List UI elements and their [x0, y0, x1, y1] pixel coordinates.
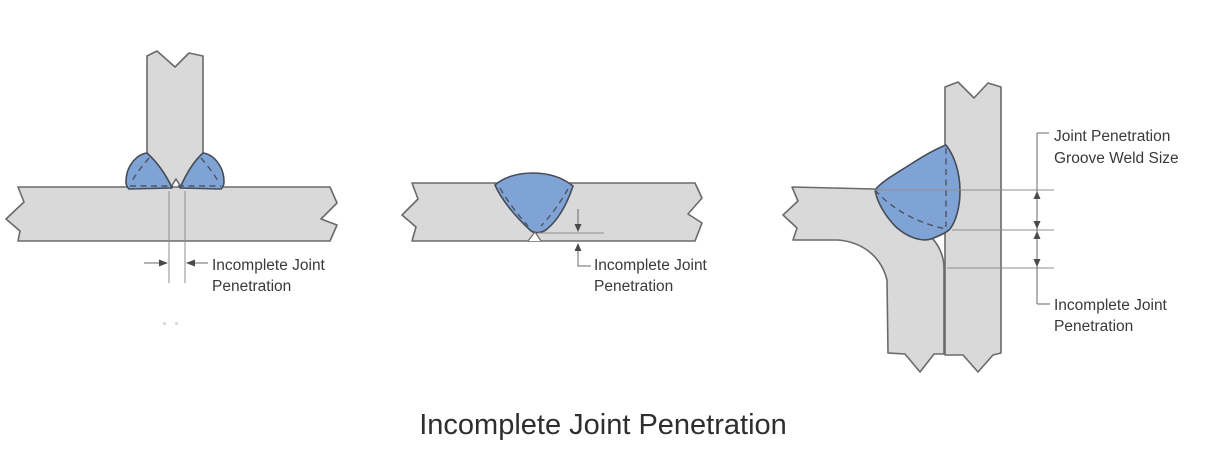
- corner-groove-face-dashed: [874, 189, 947, 230]
- butt-arrowhead-down: [574, 224, 582, 232]
- butt-arrowhead-up: [574, 243, 582, 251]
- speck-artifact: [175, 322, 178, 325]
- corner-weld-size-label-line2: Groove Weld Size: [1054, 150, 1179, 167]
- butt-root-gap: [527, 231, 542, 242]
- speck-artifact: [163, 322, 166, 325]
- butt-leader-line: [577, 251, 591, 267]
- butt-groove-weld: [494, 172, 574, 234]
- butt-joint-label-line1: Incomplete Joint: [594, 257, 708, 274]
- tee-weld-bead-right: [179, 152, 225, 190]
- tee-joint-label-line1: Incomplete Joint: [212, 257, 326, 274]
- corner-arrowhead-up-2: [1033, 231, 1041, 239]
- butt-groove-face-dashed-left: [499, 187, 529, 227]
- corner-arrowhead-down-2: [1033, 259, 1041, 267]
- tee-groove-face-dashed-right: [200, 157, 219, 182]
- corner-arrowhead-down-1: [1033, 221, 1041, 229]
- corner-incomplete-label-line2: Penetration: [1054, 318, 1133, 335]
- tee-joint-label-line2: Penetration: [212, 278, 291, 295]
- figure-title: Incomplete Joint Penetration: [419, 409, 787, 441]
- corner-groove-weld: [874, 144, 961, 241]
- butt-groove-face-dashed-right: [540, 188, 569, 227]
- tee-arrowhead-left: [159, 259, 168, 267]
- tee-groove-face-dashed-left: [131, 157, 150, 182]
- corner-arrowhead-up-1: [1033, 191, 1041, 199]
- corner-vertical-plate: [944, 81, 1002, 373]
- butt-joint-diagram: Incomplete Joint Penetration: [401, 172, 708, 295]
- butt-joint-label-line2: Penetration: [594, 278, 673, 295]
- tee-weld-bead-left: [125, 152, 173, 190]
- tee-arrowhead-right: [186, 259, 195, 267]
- corner-weld-size-label-line1: Joint Penetration: [1054, 128, 1170, 145]
- tee-horizontal-plate: [5, 186, 338, 242]
- tee-joint-diagram: Incomplete Joint Penetration: [5, 50, 338, 325]
- corner-joint-diagram: Joint Penetration Groove Weld Size Incom…: [782, 81, 1179, 373]
- corner-incomplete-label-line1: Incomplete Joint: [1054, 297, 1168, 314]
